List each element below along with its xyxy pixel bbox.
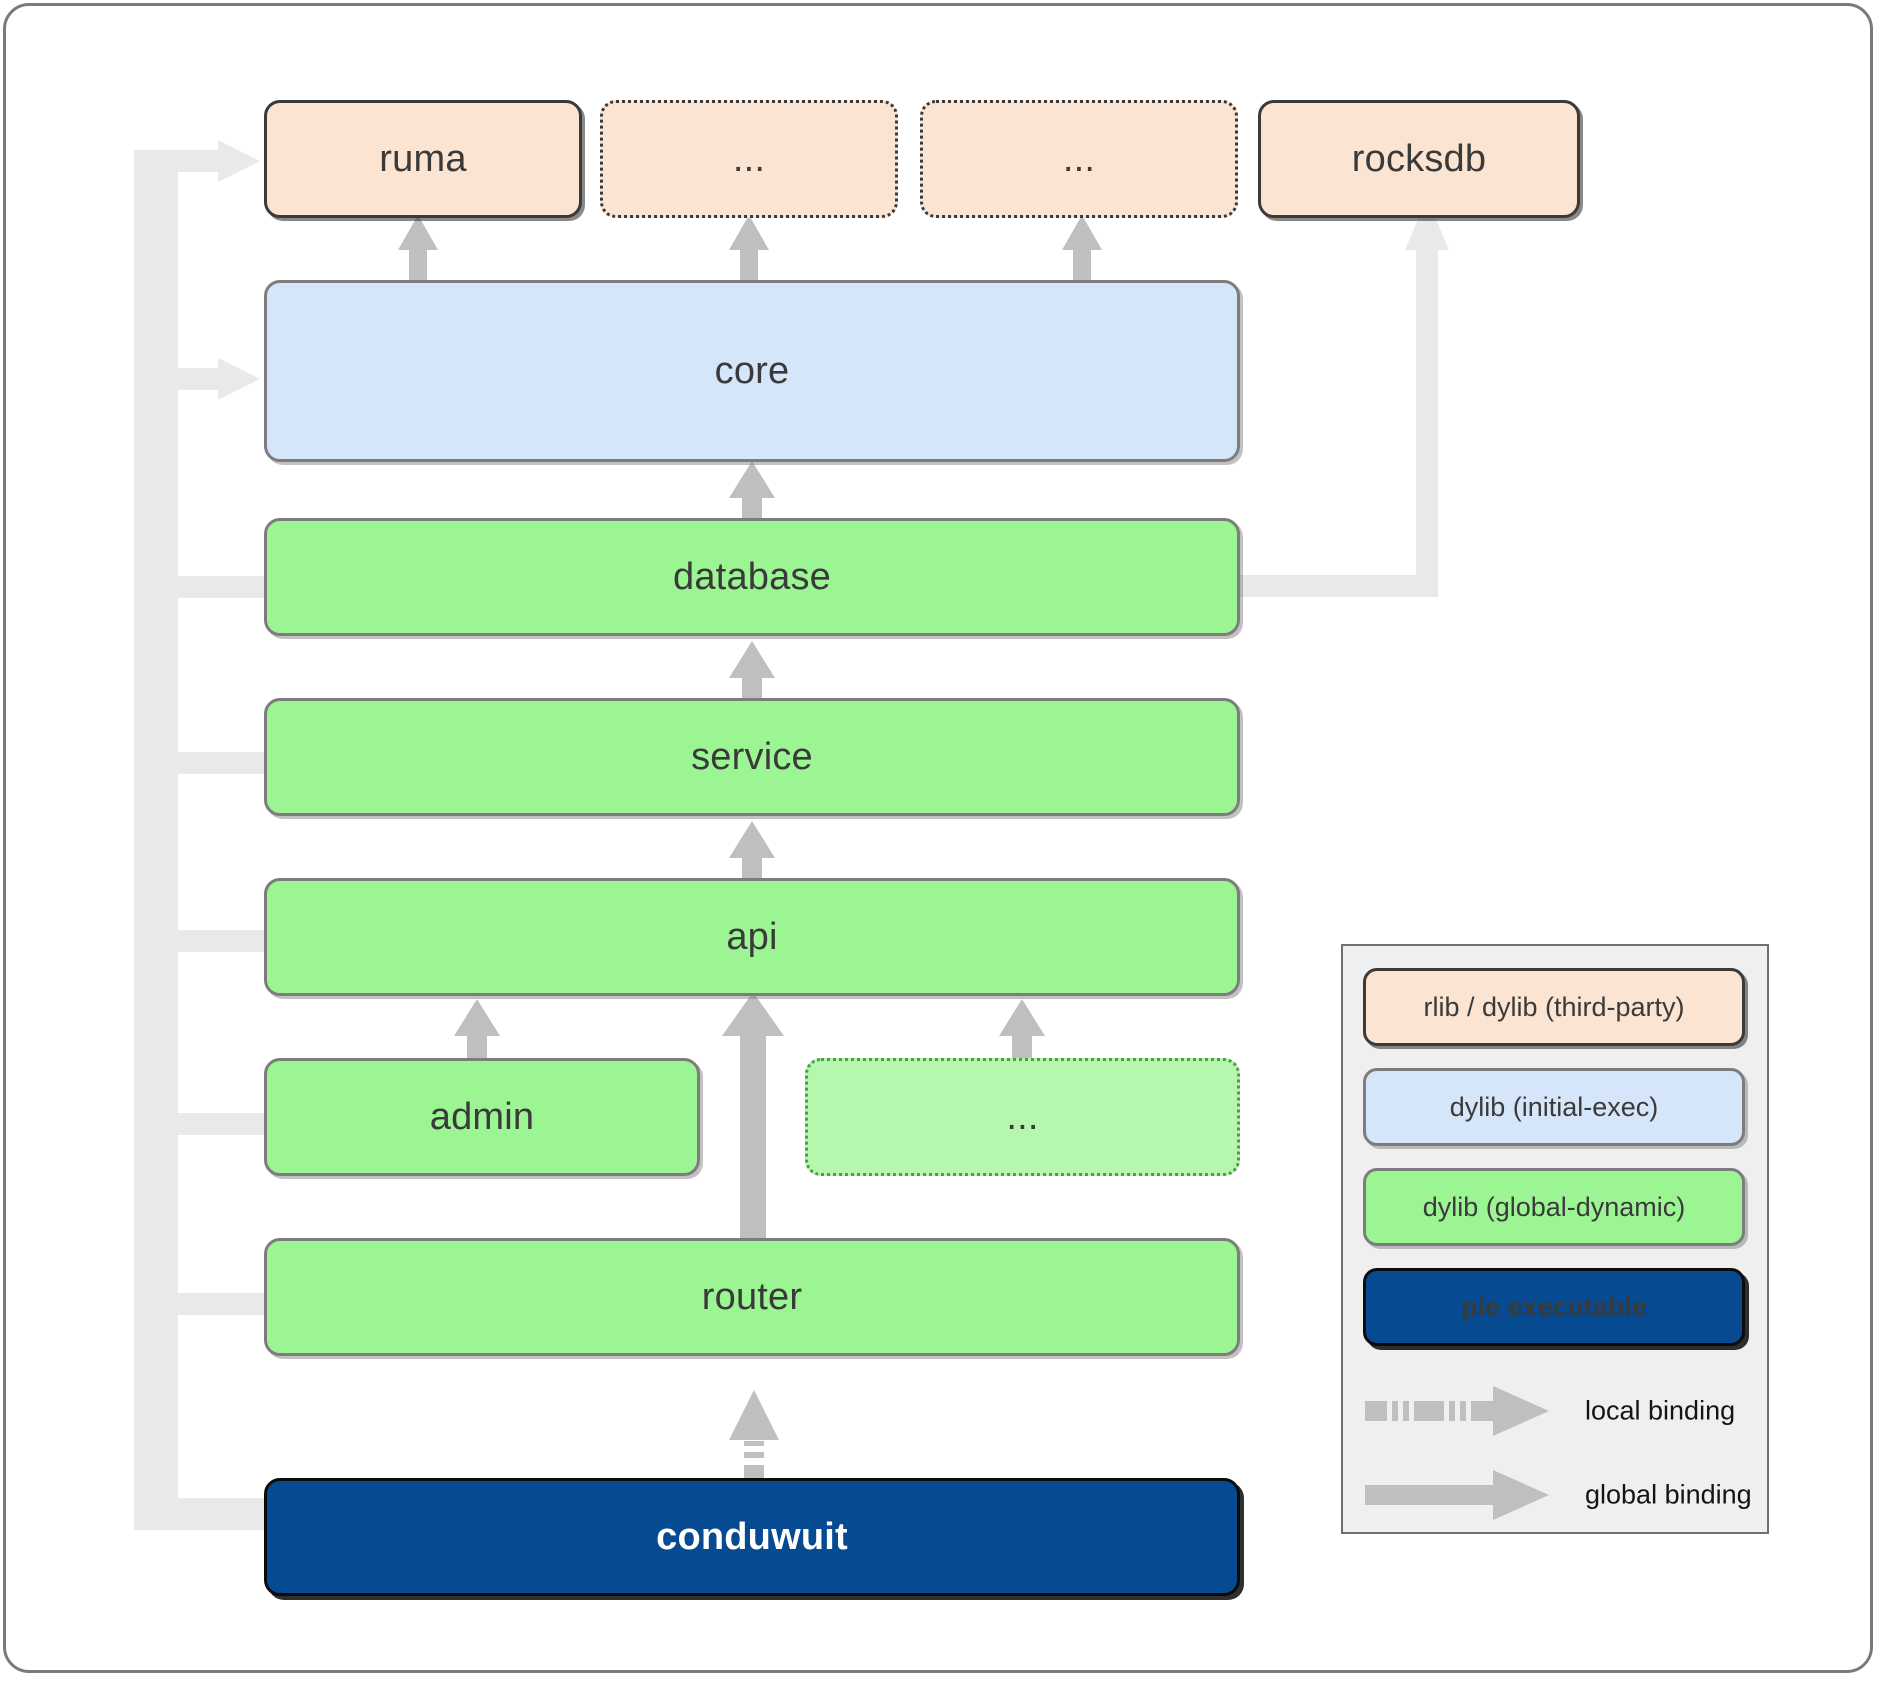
legend-label: rlib / dylib (third-party) bbox=[1423, 991, 1685, 1022]
node-label: conduwuit bbox=[656, 1515, 848, 1558]
legend-swatch-global-dynamic: dylib (global-dynamic) bbox=[1363, 1168, 1745, 1246]
node-router[interactable]: router bbox=[264, 1238, 1240, 1356]
node-label: core bbox=[714, 349, 790, 392]
node-label: database bbox=[673, 555, 831, 598]
node-label: service bbox=[691, 735, 813, 778]
legend-panel: rlib / dylib (third-party) dylib (initia… bbox=[1341, 944, 1769, 1534]
node-database[interactable]: database bbox=[264, 518, 1240, 636]
node-label: api bbox=[726, 915, 778, 958]
legend-label: global binding bbox=[1585, 1479, 1752, 1510]
node-label: rocksdb bbox=[1351, 137, 1487, 180]
node-service[interactable]: service bbox=[264, 698, 1240, 816]
legend-label: dylib (initial-exec) bbox=[1449, 1091, 1659, 1122]
legend-swatch-initial-exec: dylib (initial-exec) bbox=[1363, 1068, 1745, 1146]
node-label: ruma bbox=[379, 137, 467, 180]
node-label: router bbox=[701, 1275, 803, 1318]
node-label: ... bbox=[1062, 137, 1096, 180]
node-top-ellipsis-1[interactable]: ... bbox=[600, 100, 898, 218]
legend-swatch-pie-executable: pie executable bbox=[1363, 1268, 1745, 1346]
node-conduwuit[interactable]: conduwuit bbox=[264, 1478, 1240, 1596]
node-top-ellipsis-2[interactable]: ... bbox=[920, 100, 1238, 218]
legend-label: dylib (global-dynamic) bbox=[1422, 1191, 1686, 1222]
node-rocksdb[interactable]: rocksdb bbox=[1258, 100, 1580, 218]
node-admin[interactable]: admin bbox=[264, 1058, 700, 1176]
legend-label: pie executable bbox=[1460, 1291, 1648, 1322]
node-api[interactable]: api bbox=[264, 878, 1240, 996]
legend-row-local-binding: local binding bbox=[1361, 1380, 1753, 1442]
legend-row-global-binding: global binding bbox=[1361, 1464, 1753, 1526]
node-label: ... bbox=[732, 137, 766, 180]
global-binding-arrow-icon bbox=[1365, 1470, 1549, 1520]
node-admin-ellipsis[interactable]: ... bbox=[805, 1058, 1240, 1176]
local-binding-arrow-icon bbox=[1365, 1386, 1549, 1436]
node-label: admin bbox=[429, 1095, 535, 1138]
node-label: ... bbox=[1006, 1095, 1039, 1138]
legend-swatch-third-party: rlib / dylib (third-party) bbox=[1363, 968, 1745, 1046]
node-ruma[interactable]: ruma bbox=[264, 100, 582, 218]
node-core[interactable]: core bbox=[264, 280, 1240, 462]
legend-label: local binding bbox=[1585, 1395, 1736, 1426]
